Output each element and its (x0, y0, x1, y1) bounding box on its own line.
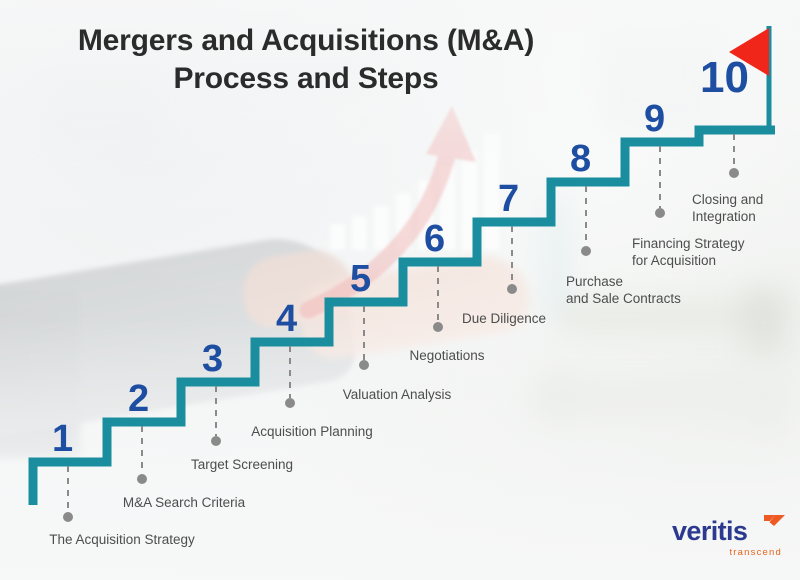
step-label-8: Purchase and Sale Contracts (566, 274, 681, 306)
step-label-6: Negotiations (409, 348, 485, 363)
logo-tagline: transcend (729, 547, 782, 558)
veritis-logo[interactable]: veritis transcend (672, 515, 785, 566)
step-number-3: 3 (202, 338, 224, 380)
step-label-4: Acquisition Planning (251, 424, 373, 439)
step-number-9: 9 (644, 98, 666, 140)
step-number-6: 6 (424, 218, 446, 260)
step-number-1: 1 (52, 418, 74, 460)
step-label-1: The Acquisition Strategy (49, 532, 195, 547)
goal-flag-icon (729, 26, 772, 130)
stair-line (28, 125, 775, 505)
step-number-7: 7 (498, 178, 520, 220)
connector-dots (63, 168, 739, 522)
step-label-5: Valuation Analysis (342, 387, 452, 402)
connector-lines (67, 134, 735, 512)
logo-wordmark: veritis (672, 516, 748, 546)
step-number-4: 4 (276, 298, 298, 340)
step-number-5: 5 (350, 258, 372, 300)
step-label-7: Due Diligence (461, 311, 547, 326)
step-number-8: 8 (570, 138, 592, 180)
step-label-3: Target Screening (190, 457, 294, 472)
step-label-2: M&A Search Criteria (122, 495, 246, 510)
chevron-mark-icon (764, 515, 785, 526)
step-label-9: Financing Strategy for Acquisition (632, 236, 745, 268)
page-title: Mergers and Acquisitions (M&A) Process a… (77, 24, 535, 96)
step-number-2: 2 (128, 378, 150, 420)
step-number-10: 10 (700, 53, 749, 102)
step-label-10: Closing and Integration (692, 192, 764, 224)
